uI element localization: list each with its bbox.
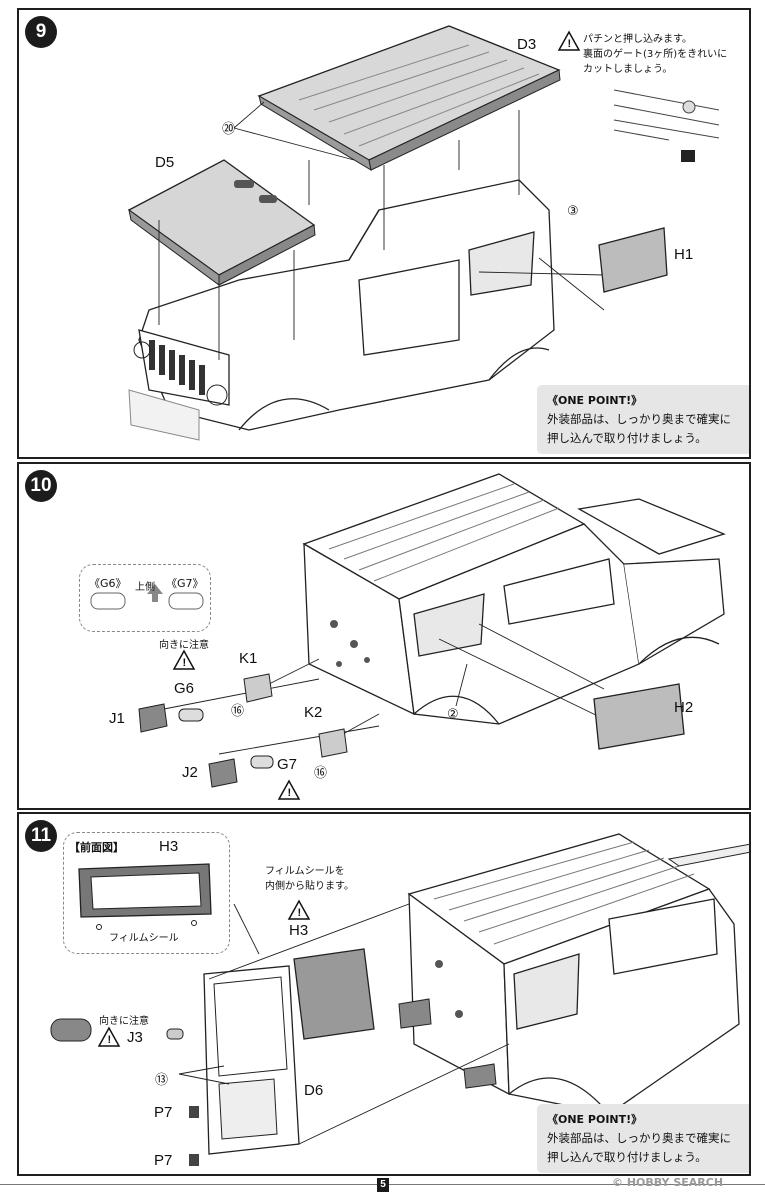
part-label-h3: H3 xyxy=(159,838,179,855)
svg-text:!: ! xyxy=(568,38,572,50)
part-label-d6: D6 xyxy=(304,1082,324,1099)
one-point-box: 《ONE POINT!》 外装部品は、しっかり奥まで確実に 押し込んで取り付けま… xyxy=(537,1104,749,1173)
part-label-j3: J3 xyxy=(127,1029,143,1046)
part-label-j1: J1 xyxy=(109,710,125,727)
front-view-inset xyxy=(63,832,230,954)
part-label-p7: P7 xyxy=(154,1104,173,1121)
page-number: 5 xyxy=(377,1178,389,1192)
legend-up: 上側 xyxy=(135,582,155,593)
step-9-illustration: ! xyxy=(127,25,720,441)
film-note-line: 内側から貼ります。 xyxy=(265,881,354,892)
parts-count-13: ⑬ xyxy=(155,1073,169,1088)
part-label-h1: H1 xyxy=(674,246,694,263)
caution-text: 向きに注意 xyxy=(159,640,209,651)
d3-note-line: パチンと押し込みます。 xyxy=(583,34,692,45)
one-point-line: 押し込んで取り付けましょう。 xyxy=(547,431,707,445)
film-note: フィルムシールを 内側から貼ります。 xyxy=(265,864,354,894)
step-11-illustration: ! ! xyxy=(50,833,749,1166)
part-label-d5: D5 xyxy=(155,154,175,171)
one-point-title: 《ONE POINT!》 xyxy=(547,1113,643,1126)
watermark: © HOBBY SEARCH xyxy=(612,1176,724,1189)
svg-text:!: ! xyxy=(288,787,292,799)
parts-count-2: ② xyxy=(447,707,459,722)
part-label-p7: P7 xyxy=(154,1152,173,1169)
part-label-d3: D3 xyxy=(517,36,537,53)
parts-count-16: ⑯ xyxy=(231,704,245,719)
part-label-j2: J2 xyxy=(182,764,198,781)
legend-g6: 《G6》 xyxy=(89,577,127,590)
d3-note-line: 裏面のゲート(3ヶ所)をきれいに xyxy=(583,49,728,60)
step-number: 11 xyxy=(25,820,57,852)
d3-note: パチンと押し込みます。 裏面のゲート(3ヶ所)をきれいに カットしましょう。 xyxy=(583,32,727,77)
parts-count-20: ⑳ xyxy=(222,122,236,137)
part-label-h2: H2 xyxy=(674,699,694,716)
legend-g7: 《G7》 xyxy=(166,577,204,590)
parts-count-3: ③ xyxy=(567,204,579,219)
one-point-box: 《ONE POINT!》 外装部品は、しっかり奥まで確実に 押し込んで取り付けま… xyxy=(537,385,749,454)
svg-text:!: ! xyxy=(108,1034,112,1046)
one-point-line: 外装部品は、しっかり奥まで確実に xyxy=(547,1131,731,1145)
film-seal-label: フィルムシール xyxy=(109,933,179,944)
step-number: 10 xyxy=(25,470,57,502)
part-label-g7: G7 xyxy=(277,756,298,773)
caution-text: 向きに注意 xyxy=(99,1016,149,1027)
d3-note-line: カットしましょう。 xyxy=(583,64,673,75)
step-11-panel: 11 xyxy=(17,812,751,1176)
step-number: 9 xyxy=(25,16,57,48)
film-note-line: フィルムシールを xyxy=(265,866,345,877)
svg-text:!: ! xyxy=(183,657,187,669)
step-10-illustration: ! ! xyxy=(90,473,726,800)
part-label-k2: K2 xyxy=(304,704,323,721)
step-9-panel: 9 xyxy=(17,8,751,459)
part-label-h3: H3 xyxy=(289,922,309,939)
direction-legend xyxy=(79,564,211,632)
front-view-title: 【前面図】 xyxy=(69,841,124,854)
part-label-k1: K1 xyxy=(239,650,258,667)
svg-text:!: ! xyxy=(298,907,302,919)
one-point-line: 押し込んで取り付けましょう。 xyxy=(547,1150,707,1164)
one-point-line: 外装部品は、しっかり奥まで確実に xyxy=(547,412,731,426)
part-label-g6: G6 xyxy=(174,680,195,697)
step-10-panel: 10 xyxy=(17,462,751,810)
one-point-title: 《ONE POINT!》 xyxy=(547,394,643,407)
parts-count-16: ⑯ xyxy=(314,766,328,781)
